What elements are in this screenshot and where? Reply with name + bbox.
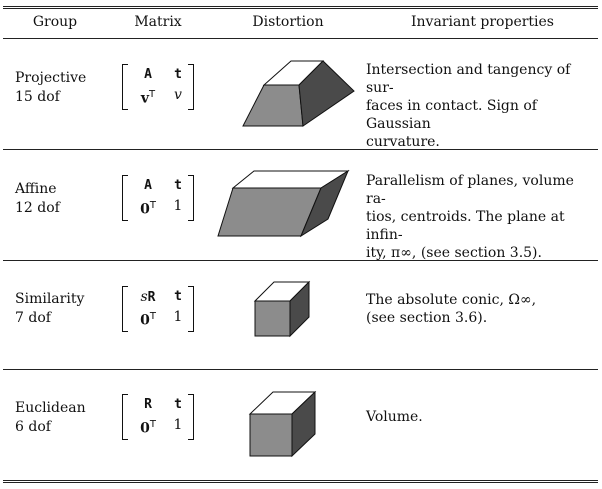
euclidean-invariant-properties: Volume. (366, 408, 586, 426)
group-dof: 7 dof (15, 310, 51, 326)
left-bracket (122, 175, 128, 221)
header-rule (3, 38, 598, 39)
matrix-entry: t (174, 397, 182, 412)
right-bracket (188, 286, 194, 332)
row-rule-2 (3, 260, 598, 261)
header-group: Group (32, 14, 78, 30)
affine-distortion-figure (217, 169, 350, 238)
matrix-vector: v (140, 90, 150, 107)
props-line: ity, π∞, (see section 3.5). (366, 245, 542, 261)
bottom-rule-2 (3, 482, 598, 483)
similarity-matrix: sR t 0T 1 (122, 286, 194, 332)
props-line: Volume. (366, 409, 423, 425)
projective-matrix: A t vT v (122, 64, 194, 110)
props-line: tios, centroids. The plane at infin- (366, 209, 565, 243)
props-line: faces in contact. Sign of Gaussian (366, 98, 537, 132)
matrix-zero: 0 (140, 420, 150, 437)
row-affine-group: Affine 12 dof (15, 180, 60, 218)
side-face (291, 390, 316, 458)
side-face (299, 169, 350, 238)
group-dof: 15 dof (15, 89, 60, 105)
group-dof: 12 dof (15, 200, 60, 216)
right-bracket (188, 394, 194, 440)
affine-invariant-properties: Parallelism of planes, volume ra- tios, … (366, 172, 586, 262)
transpose: T (149, 419, 156, 430)
left-bracket (122, 64, 128, 110)
left-bracket (122, 286, 128, 332)
matrix-entry: v (174, 87, 182, 103)
rotation: R (147, 290, 156, 305)
matrix-entry: t (174, 289, 182, 304)
transpose: T (149, 89, 156, 100)
row-rule-1 (3, 149, 598, 150)
similarity-distortion-figure (253, 280, 311, 338)
matrix-entry: 1 (173, 309, 183, 325)
row-similarity-group: Similarity 7 dof (15, 290, 84, 328)
bottom-rule-1 (3, 480, 598, 481)
matrix-entry: R (144, 397, 152, 412)
matrix-entry: vT (136, 86, 160, 108)
props-line: Parallelism of planes, volume ra- (366, 173, 574, 207)
matrix-entry: 1 (173, 417, 183, 433)
group-name: Affine (15, 181, 57, 197)
top-rule-2 (3, 8, 598, 9)
front-face (254, 300, 291, 337)
euclidean-distortion-figure (248, 390, 317, 458)
right-bracket (188, 64, 194, 110)
matrix-entry: t (174, 178, 182, 193)
row-projective-group: Projective 15 dof (15, 69, 86, 107)
side-face (289, 280, 310, 338)
row-euclidean-group: Euclidean 6 dof (15, 399, 86, 437)
front-face (242, 84, 304, 127)
side-face (298, 60, 355, 127)
props-line: The absolute conic, Ω∞, (366, 292, 537, 308)
matrix-entry: 0T (136, 308, 160, 330)
affine-matrix: A t 0T 1 (122, 175, 194, 221)
right-bracket (188, 175, 194, 221)
similarity-invariant-properties: The absolute conic, Ω∞, (see section 3.6… (366, 291, 586, 327)
transpose: T (149, 200, 156, 211)
props-line: curvature. (366, 134, 440, 150)
front-face (249, 413, 293, 457)
scale-factor: s (140, 289, 148, 305)
group-name: Projective (15, 70, 87, 86)
matrix-zero: 0 (140, 201, 150, 218)
left-bracket (122, 394, 128, 440)
header-invariant-properties: Invariant properties (410, 14, 554, 30)
top-rule-1 (3, 6, 598, 7)
header-distortion: Distortion (252, 14, 324, 30)
projective-invariant-properties: Intersection and tangency of sur- faces … (366, 61, 586, 151)
matrix-entry: A (144, 178, 152, 193)
matrix-zero: 0 (140, 312, 150, 329)
row-rule-3 (3, 369, 598, 370)
group-name: Similarity (15, 291, 85, 307)
matrix-entry: A (144, 67, 152, 82)
transpose: T (149, 311, 156, 322)
group-name: Euclidean (15, 400, 86, 416)
euclidean-matrix: R t 0T 1 (122, 394, 194, 440)
matrix-entry: 1 (173, 198, 183, 214)
matrix-entry: 0T (136, 416, 160, 438)
matrix-entry: 0T (136, 197, 160, 219)
props-line: Intersection and tangency of sur- (366, 62, 571, 96)
matrix-entry: t (174, 67, 182, 82)
props-line: (see section 3.6). (366, 310, 488, 326)
group-dof: 6 dof (15, 419, 51, 435)
projective-distortion-figure (242, 60, 355, 127)
matrix-entry: sR (136, 288, 160, 307)
header-matrix: Matrix (134, 14, 182, 30)
